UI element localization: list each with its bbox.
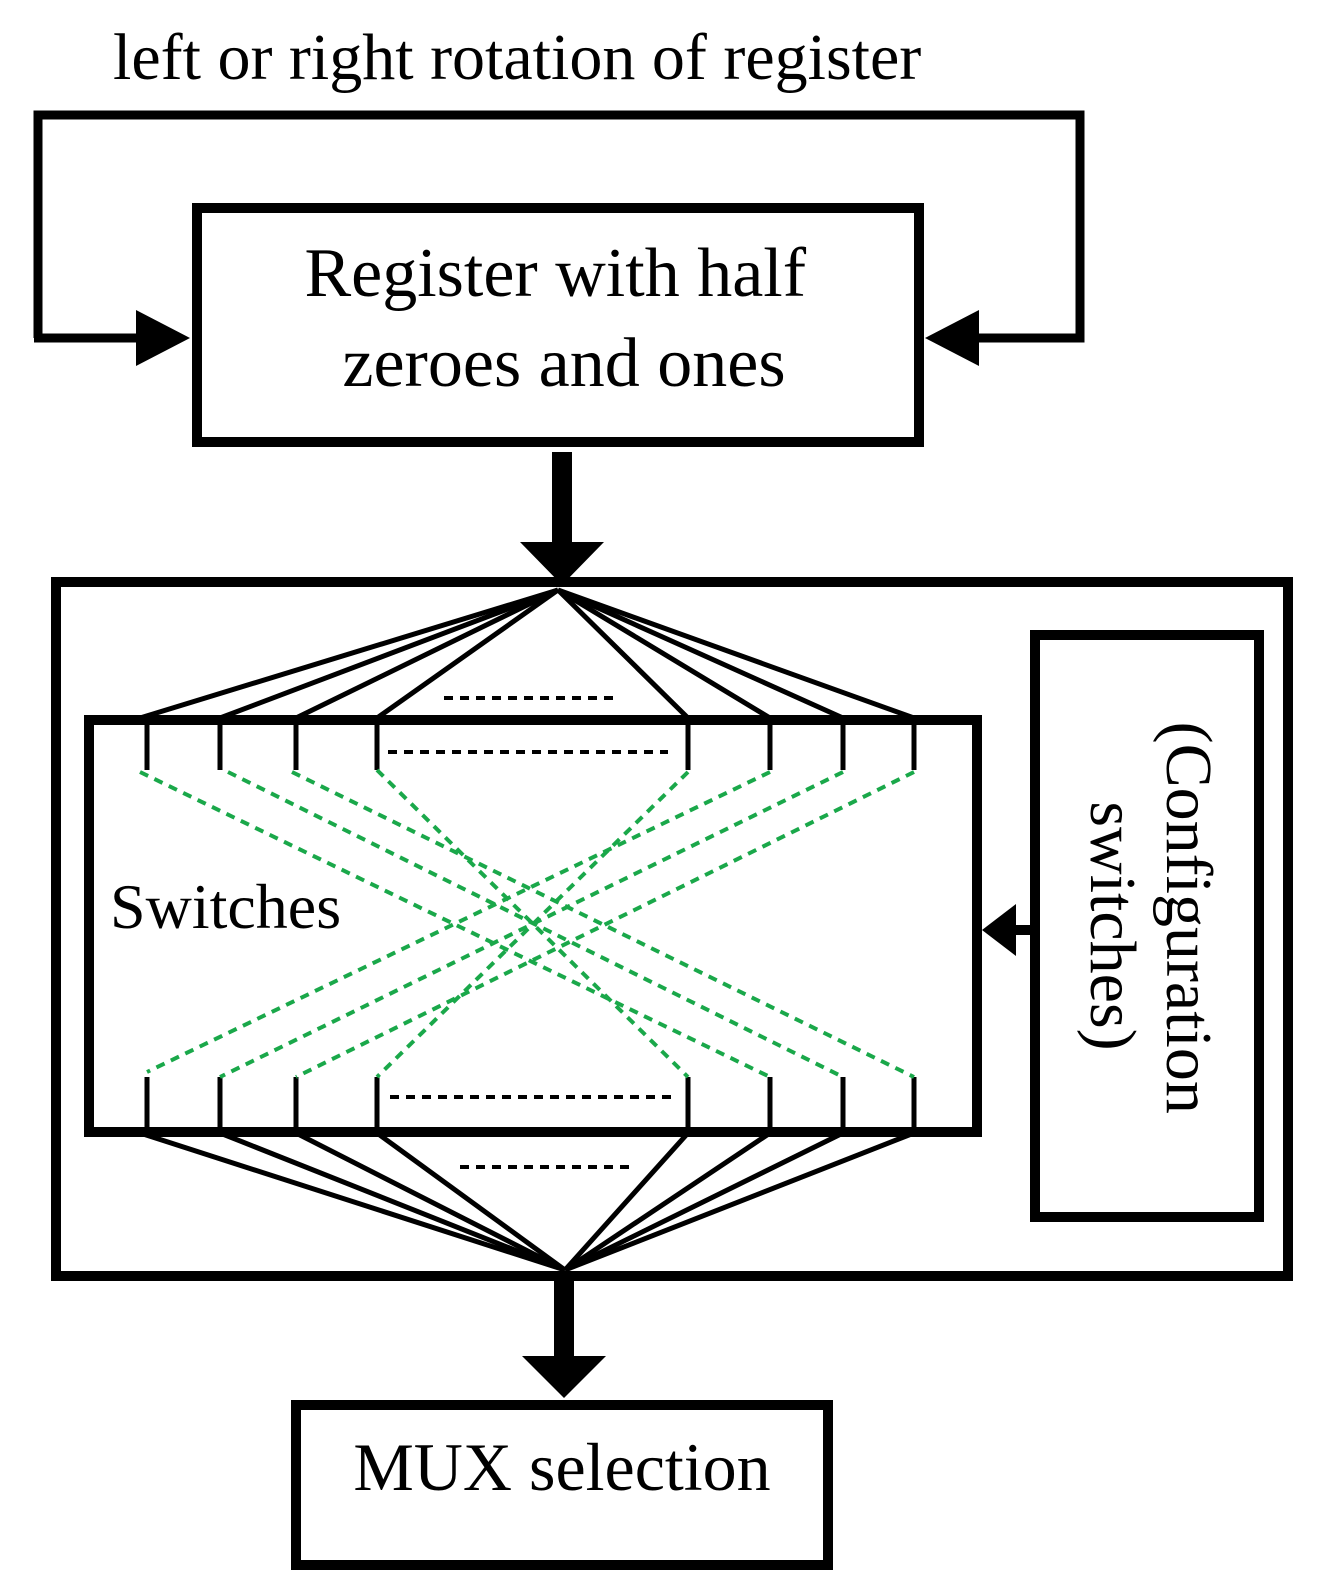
rotation-arrow-right — [925, 310, 979, 366]
register-label-line-2: zeroes and ones — [342, 325, 785, 402]
mux-selection-label: MUX selection — [353, 1429, 770, 1505]
switches-label: Switches — [110, 871, 341, 942]
bottom-port-stubs — [144, 1077, 917, 1127]
switch-network-box — [51, 577, 1293, 1281]
rotation-loop-left — [33, 110, 664, 338]
config-switches-box — [1030, 630, 1264, 1222]
mux-selection-box — [291, 1400, 833, 1570]
register-box — [192, 203, 924, 447]
switches-box — [84, 715, 982, 1137]
register-label: Register with half zeroes and ones — [304, 235, 823, 402]
register-to-switches-arrowhead — [520, 542, 604, 585]
register-label-line-1: Register with half — [304, 235, 806, 312]
config-label-line-2: switches) — [1076, 801, 1149, 1050]
fan-in-lines — [139, 1130, 915, 1273]
top-port-stubs — [144, 725, 917, 770]
config-label-line-1: (Configuration — [1152, 722, 1225, 1114]
switches-to-mux-arrowhead — [522, 1356, 606, 1398]
rotation-arrow-left — [136, 310, 190, 366]
config-to-switches-arrowhead — [982, 904, 1016, 956]
config-switches-label: (Configuration switches) — [1076, 722, 1225, 1131]
fan-out-lines — [139, 587, 915, 721]
rotation-loop-right — [664, 110, 1085, 343]
rotation-label: left or right rotation of register — [113, 21, 921, 94]
switch-connections — [139, 768, 915, 1079]
